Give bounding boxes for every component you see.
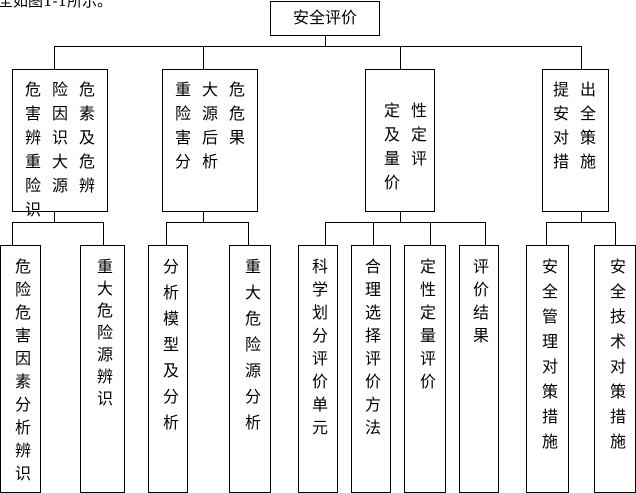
label-char: 危: [25, 80, 42, 99]
label-char: 重: [175, 80, 192, 99]
label-char: 识: [52, 128, 69, 147]
leaf-technical-measures: 安全技术对策措施: [594, 245, 636, 493]
label-char: 措: [553, 152, 570, 171]
leaf-label: 安全管理对策措施: [539, 258, 558, 458]
label-char: 危: [79, 152, 96, 171]
connector: [12, 222, 13, 245]
leaf-analysis-model: 分析模型及分析: [148, 245, 188, 493]
connector: [12, 222, 104, 223]
label-char: 因: [52, 104, 69, 123]
label-char: 识: [25, 200, 42, 219]
label-char: 定: [411, 125, 428, 144]
label-char: 重: [25, 152, 42, 171]
label-char: 源: [202, 104, 219, 123]
label-char: 果: [229, 128, 246, 147]
label-char: 析: [202, 152, 219, 171]
connector: [325, 35, 326, 47]
caption-fragment: 全如图1-1所示。: [0, 0, 113, 10]
label-char: 辨: [79, 176, 96, 195]
label-char: 素: [79, 104, 96, 123]
label-char: 险: [25, 176, 42, 195]
label-char: 出: [580, 80, 597, 99]
leaf-major-hazard-analysis: 重大危险源分析: [229, 245, 271, 493]
leaf-label: 重大危险源分析: [242, 258, 261, 440]
connector: [546, 222, 616, 223]
label-char: 害: [175, 128, 192, 147]
label-char: 及: [79, 128, 96, 147]
label-char: 价: [384, 173, 401, 192]
leaf-label: 科学划分评价单元: [309, 258, 328, 442]
leaf-evaluation-units: 科学划分评价单元: [298, 245, 338, 493]
connector: [166, 222, 167, 245]
connector: [325, 222, 486, 223]
label-char: 险: [52, 80, 69, 99]
label-char: 源: [52, 176, 69, 195]
leaf-label: 危险危害因素分析辨识: [12, 258, 31, 488]
connector: [430, 222, 431, 245]
label-char: 量: [384, 149, 401, 168]
label-char: 险: [175, 104, 192, 123]
label-char: 大: [202, 80, 219, 99]
connector: [581, 211, 582, 223]
leaf-label: 评价结果: [470, 258, 489, 350]
leaf-major-hazard-id: 重大危险源辨识: [80, 245, 125, 493]
connector: [373, 222, 374, 245]
label-char: 施: [580, 152, 597, 171]
node-qualitative-quantitative: 定性及定量评价: [365, 69, 435, 212]
label-char: 安: [553, 104, 570, 123]
leaf-evaluation-method: 合理选择评价方法: [351, 245, 391, 493]
label-char: 分: [175, 152, 192, 171]
label-char: 危: [229, 80, 246, 99]
connector: [54, 46, 55, 69]
connector: [203, 46, 204, 69]
label-char: 提: [553, 80, 570, 99]
connector: [581, 46, 582, 69]
root-node: 安全评价: [270, 1, 380, 36]
leaf-label: 分析模型及分析: [160, 258, 179, 440]
leaf-evaluation-result: 评价结果: [459, 245, 499, 493]
label-char: 性: [411, 101, 428, 120]
connector: [248, 222, 249, 245]
label-char: 定: [384, 101, 401, 120]
label-char: 后: [202, 128, 219, 147]
leaf-management-measures: 安全管理对策措施: [526, 245, 569, 493]
label-char: 危: [79, 80, 96, 99]
label-char: 评: [411, 149, 428, 168]
connector: [166, 222, 249, 223]
node-safety-measures: 提出安全对策措施: [542, 69, 609, 212]
leaf-label: 定性定量评价: [417, 258, 436, 396]
connector: [615, 222, 616, 245]
connector: [546, 222, 547, 245]
label-char: 策: [580, 128, 597, 147]
connector: [325, 222, 326, 245]
connector: [203, 211, 204, 223]
node-consequence-analysis: 重大危险源危害后果分析: [162, 69, 258, 212]
label-char: 全: [580, 104, 597, 123]
connector: [400, 211, 401, 223]
connector: [400, 46, 401, 69]
leaf-qual-quant-evaluation: 定性定量评价: [404, 245, 446, 493]
root-label: 安全评价: [293, 8, 358, 27]
node-hazard-identification: 危险危害因素辨识及重大危险源辨识: [12, 69, 108, 218]
label-char: 大: [52, 152, 69, 171]
label-char: 对: [553, 128, 570, 147]
connector: [54, 211, 55, 223]
label-char: 害: [25, 104, 42, 123]
leaf-label: 安全技术对策措施: [607, 258, 626, 458]
leaf-label: 合理选择评价方法: [362, 258, 381, 442]
leaf-factor-analysis: 危险危害因素分析辨识: [0, 245, 41, 493]
label-char: 危: [229, 104, 246, 123]
connector: [54, 46, 581, 47]
leaf-label: 重大危险源辨识: [94, 258, 113, 412]
label-char: 及: [384, 125, 401, 144]
connector: [485, 222, 486, 245]
label-char: 辨: [25, 128, 42, 147]
connector: [103, 222, 104, 245]
